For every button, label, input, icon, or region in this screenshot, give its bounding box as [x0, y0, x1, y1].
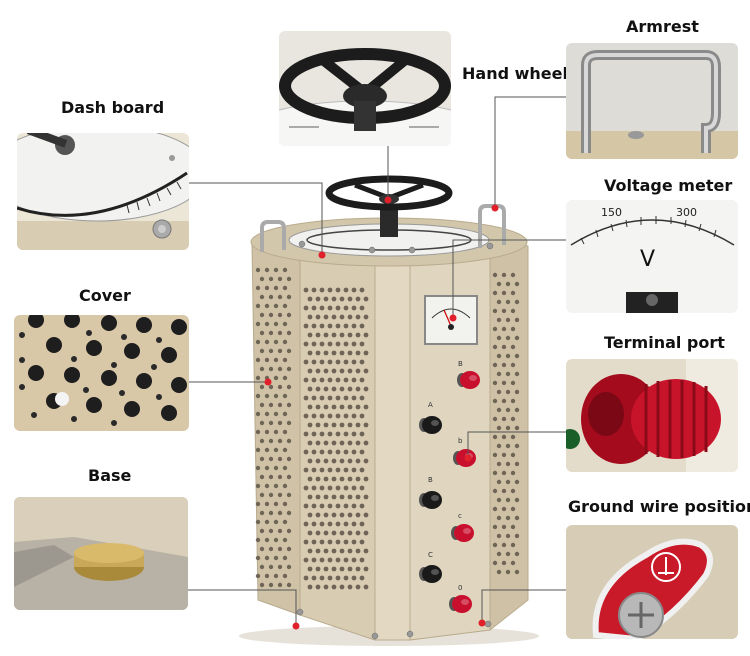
- terminal-port-photo: [566, 359, 738, 472]
- marker-dot: [491, 204, 499, 212]
- terminal-label: c: [458, 512, 462, 520]
- marker-dot: [478, 619, 486, 627]
- armrest-photo: [566, 43, 738, 159]
- leader-terminal-port: [467, 431, 566, 458]
- terminal-knob: [419, 565, 442, 583]
- label-cover: Cover: [79, 286, 131, 305]
- marker-dot: [384, 196, 392, 204]
- label-voltage-meter: Voltage meter: [604, 176, 733, 195]
- cover-photo: [14, 315, 189, 431]
- leader-voltage-meter: [452, 239, 566, 318]
- terminal-knob: [449, 595, 472, 613]
- terminal-label: 0: [458, 584, 462, 592]
- terminal-label: B: [428, 476, 433, 484]
- marker-dot: [264, 378, 272, 386]
- terminal-knob: [419, 416, 442, 434]
- voltage-meter-photo: 150 300 V: [566, 200, 738, 313]
- leader-ground-wire: [481, 589, 566, 623]
- terminal-knob: [419, 491, 442, 509]
- hand-wheel-photo: [279, 31, 451, 146]
- marker-dot: [318, 251, 326, 259]
- meter-tick-150: 150: [601, 206, 622, 219]
- leader-base: [188, 589, 297, 626]
- dash-board-photo: [17, 133, 189, 250]
- marker-dot: [292, 622, 300, 630]
- marker-dot: [464, 454, 472, 462]
- terminal-knob: [451, 524, 474, 542]
- leader-dash-board: [189, 182, 323, 255]
- base-photo: [14, 497, 188, 610]
- meter-unit: V: [640, 247, 655, 272]
- meter-tick-300: 300: [676, 206, 697, 219]
- marker-dot: [449, 314, 457, 322]
- terminal-label: b: [458, 437, 463, 445]
- label-dash-board: Dash board: [61, 98, 165, 117]
- terminal-knob: [457, 371, 480, 389]
- label-hand-wheel: Hand wheel: [462, 64, 568, 83]
- label-ground-wire-position: Ground wire position: [568, 497, 750, 516]
- terminal-label: B: [458, 360, 463, 368]
- ground-wire-photo: [566, 525, 738, 639]
- label-terminal-port: Terminal port: [604, 333, 725, 352]
- label-armrest: Armrest: [626, 17, 699, 36]
- terminal-label: A: [428, 401, 433, 409]
- terminal-label: C: [428, 551, 433, 559]
- leader-armrest: [494, 96, 566, 208]
- label-base: Base: [88, 466, 132, 485]
